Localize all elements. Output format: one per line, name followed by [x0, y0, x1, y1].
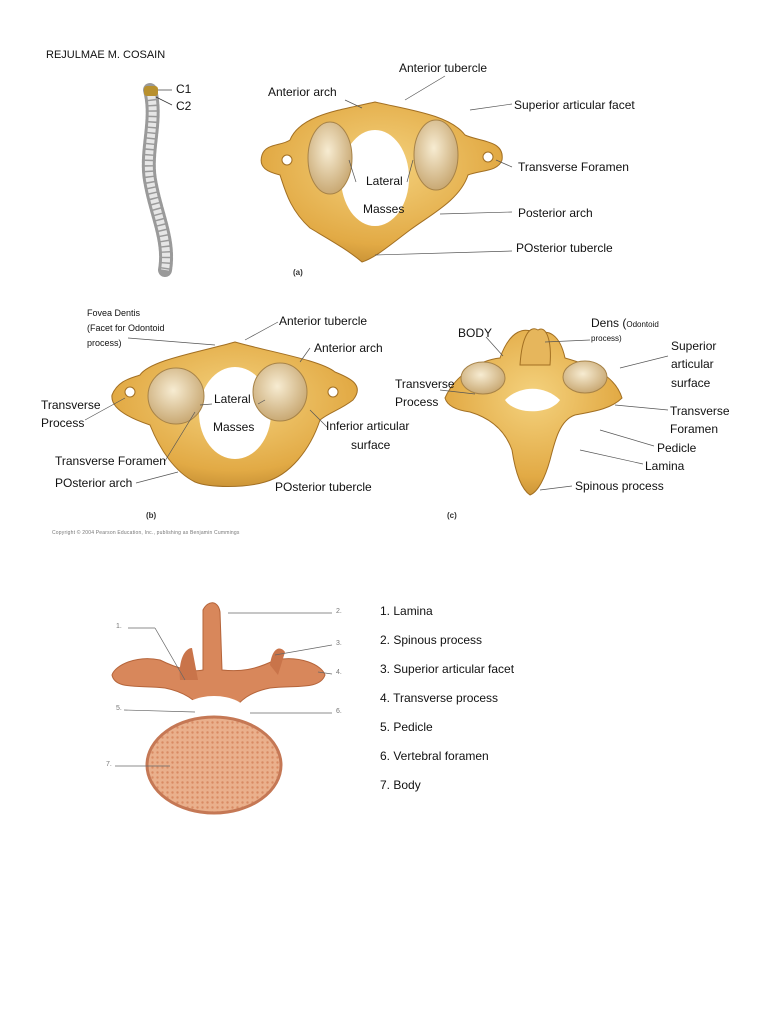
label-b-fovea-line2: (Facet for Odontoid	[87, 323, 165, 333]
label-c-superior-line3: surface	[671, 376, 711, 390]
legend-item-spinous-process: 2. Spinous process	[380, 633, 483, 647]
label-c-spinous-process: Spinous process	[575, 479, 664, 493]
figure-tag-b: (b)	[146, 511, 157, 520]
label-b-posterior-arch: POsterior arch	[55, 476, 133, 490]
label-b-anterior-arch: Anterior arch	[314, 341, 383, 355]
callout-4: 4.	[336, 669, 342, 676]
axis-vertebra-view	[444, 328, 623, 496]
label-b-masses: Masses	[213, 420, 255, 434]
callout-2: 2.	[336, 608, 342, 615]
legend-item-vertebral-foramen: 6. Vertebral foramen	[380, 749, 489, 763]
label-a-superior-articular-facet: Superior articular facet	[514, 98, 635, 112]
label-b-transverse-process-line2: Process	[41, 416, 85, 430]
copyright-note: Copyright © 2004 Pearson Education, Inc.…	[52, 530, 240, 536]
label-a-masses: Masses	[363, 202, 405, 216]
label-a-posterior-arch: Posterior arch	[518, 206, 593, 220]
label-c-pedicle: Pedicle	[657, 441, 697, 455]
callout-1: 1.	[116, 623, 122, 630]
label-c1: C1	[176, 82, 192, 96]
label-b-fovea-line1: Fovea Dentis	[87, 308, 141, 318]
callout-7: 7.	[106, 761, 112, 768]
legend-item-superior-articular-facet: 3. Superior articular facet	[380, 662, 515, 676]
label-c-transverse-process-line2: Process	[395, 395, 439, 409]
vertebra-illustration	[111, 602, 326, 815]
legend-item-transverse-process: 4. Transverse process	[380, 691, 499, 705]
label-a-transverse-foramen: Transverse Foramen	[518, 160, 629, 174]
label-c-transverse-foramen-line2: Foramen	[670, 422, 719, 436]
atlas-superior-view	[260, 101, 503, 263]
label-b-inferior-line1: Inferior articular	[326, 419, 410, 433]
label-c-dens-paren-line2: process)	[591, 334, 622, 343]
label-c2: C2	[176, 99, 192, 113]
label-b-inferior-line2: surface	[351, 438, 391, 452]
label-c-lamina: Lamina	[645, 459, 685, 473]
figure-tag-a: (a)	[293, 268, 303, 277]
label-c-superior-line1: Superior	[671, 339, 717, 353]
label-b-fovea-line3: process)	[87, 338, 122, 348]
label-b-lateral: Lateral	[214, 392, 251, 406]
figure-tag-c: (c)	[447, 511, 457, 520]
label-a-anterior-tubercle: Anterior tubercle	[399, 61, 488, 75]
label-c-superior-line2: articular	[671, 357, 714, 371]
c1-vertebra	[144, 86, 158, 96]
label-c-dens: Dens (Odontoid	[591, 316, 659, 330]
legend-item-pedicle: 5. Pedicle	[380, 720, 433, 734]
author-name: REJULMAE M. COSAIN	[46, 49, 166, 61]
callout-6: 6.	[336, 708, 342, 715]
label-b-posterior-tubercle: POsterior tubercle	[275, 480, 372, 494]
label-b-anterior-tubercle: Anterior tubercle	[279, 314, 368, 328]
label-b-transverse-process-line1: Transverse	[41, 398, 101, 412]
spine-illustration	[141, 83, 173, 277]
label-b-transverse-foramen: Transverse Foramen	[55, 454, 166, 468]
callout-5: 5.	[116, 705, 122, 712]
label-a-posterior-tubercle: POsterior tubercle	[516, 241, 613, 255]
vertebra-legend: 1. Lamina 2. Spinous process 3. Superior…	[380, 604, 514, 807]
label-c-transverse-process-line1: Transverse	[395, 377, 455, 391]
label-a-anterior-arch: Anterior arch	[268, 85, 337, 99]
callout-3: 3.	[336, 640, 342, 647]
label-a-lateral: Lateral	[366, 174, 403, 188]
label-c-transverse-foramen-line1: Transverse	[670, 404, 730, 418]
legend-item-lamina: 1. Lamina	[380, 604, 433, 618]
legend-item-body: 7. Body	[380, 778, 421, 792]
label-c-body: BODY	[458, 326, 493, 340]
atlas-inferior-view	[111, 341, 358, 487]
